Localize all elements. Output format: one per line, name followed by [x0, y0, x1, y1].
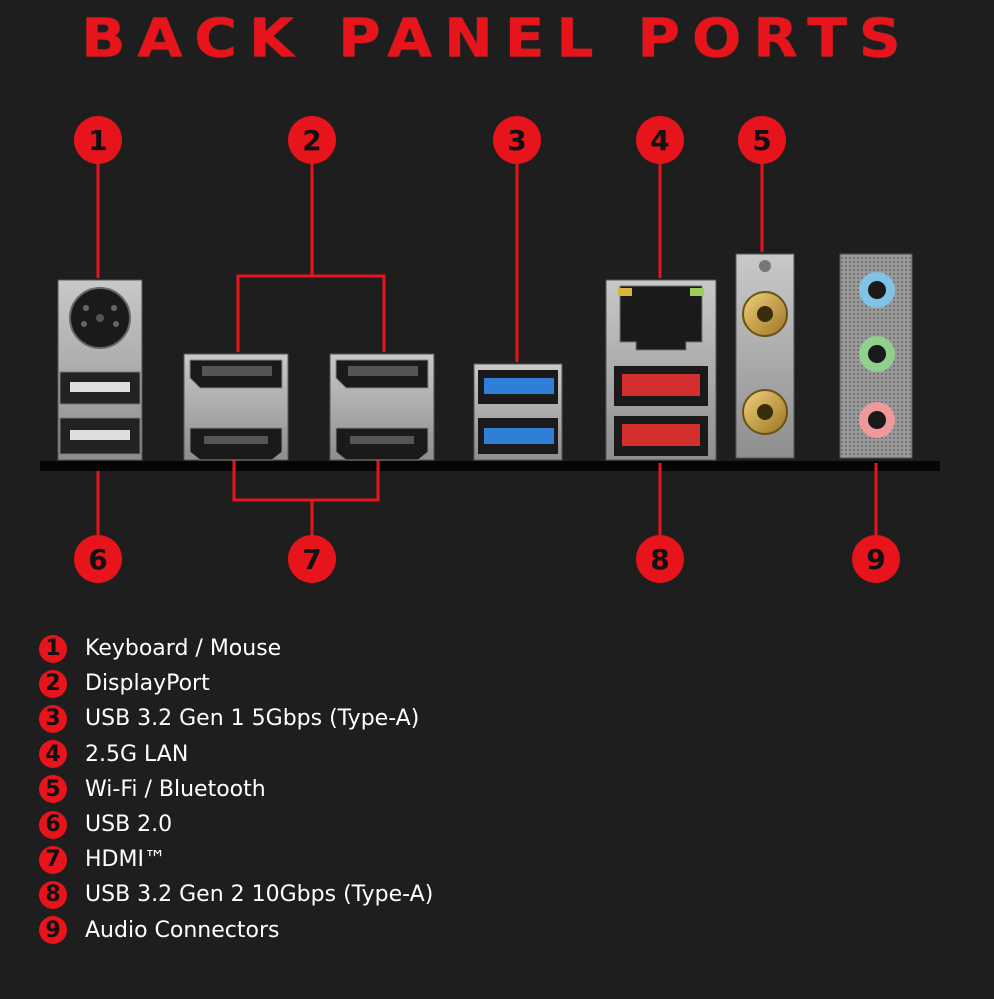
dp-hdmi-port-block-right [329, 353, 435, 461]
callout-3-number: 3 [507, 124, 526, 157]
legend-item: 2 DisplayPort [39, 666, 433, 701]
callout-8-number: 8 [650, 543, 669, 576]
callout-2-number: 2 [302, 124, 321, 157]
callout-1: 1 [74, 116, 122, 164]
legend-label: Keyboard / Mouse [85, 636, 282, 662]
legend-number: 5 [39, 775, 67, 804]
legend-number: 7 [39, 845, 67, 874]
callout-4-number: 4 [650, 124, 669, 157]
legend-item: 6 USB 2.0 [39, 807, 433, 842]
callout-5: 5 [738, 116, 786, 164]
legend-item: 9 Audio Connectors [39, 913, 433, 948]
legend-number: 8 [39, 880, 67, 909]
legend-number: 2 [39, 669, 67, 698]
legend-label: 2.5G LAN [85, 741, 189, 767]
legend-item: 7 HDMI™ [39, 842, 433, 877]
page-title: BACK PANEL PORTS [81, 6, 913, 70]
legend-item: 4 2.5G LAN [39, 737, 433, 772]
legend-label: USB 3.2 Gen 1 5Gbps (Type-A) [85, 706, 420, 732]
wifi-antenna-block [735, 253, 795, 459]
callout-7-number: 7 [302, 543, 321, 576]
legend-item: 5 Wi-Fi / Bluetooth [39, 772, 433, 807]
callout-2: 2 [288, 116, 336, 164]
legend-label: HDMI™ [85, 847, 166, 873]
legend-number: 4 [39, 740, 67, 769]
callout-6-number: 6 [88, 543, 107, 576]
callout-5-number: 5 [752, 124, 771, 157]
legend-number: 1 [39, 634, 67, 663]
legend-label: DisplayPort [85, 671, 210, 697]
callout-7: 7 [288, 535, 336, 583]
callout-3: 3 [493, 116, 541, 164]
callout-9: 9 [852, 535, 900, 583]
panel-baseline [40, 461, 940, 471]
legend-item: 1 Keyboard / Mouse [39, 631, 433, 666]
legend-label: USB 3.2 Gen 2 10Gbps (Type-A) [85, 882, 434, 908]
callout-4: 4 [636, 116, 684, 164]
ps2-usb2-port-block [57, 279, 143, 461]
legend-label: USB 2.0 [85, 812, 173, 838]
leader-lines [96, 164, 878, 535]
callout-9-number: 9 [866, 543, 885, 576]
audio-jack-block [839, 253, 913, 459]
lan-usb-gen2-port-block [605, 279, 717, 461]
usb-gen1-port-block [473, 363, 563, 461]
callout-1-number: 1 [88, 124, 107, 157]
legend-number: 9 [39, 916, 67, 945]
legend-item: 3 USB 3.2 Gen 1 5Gbps (Type-A) [39, 701, 433, 736]
legend-number: 6 [39, 810, 67, 839]
legend-label: Audio Connectors [85, 917, 280, 943]
legend-item: 8 USB 3.2 Gen 2 10Gbps (Type-A) [39, 877, 433, 912]
callout-6: 6 [74, 535, 122, 583]
dp-hdmi-port-block-left [183, 353, 289, 461]
legend-number: 3 [39, 704, 67, 733]
callout-8: 8 [636, 535, 684, 583]
legend-label: Wi-Fi / Bluetooth [85, 776, 266, 802]
